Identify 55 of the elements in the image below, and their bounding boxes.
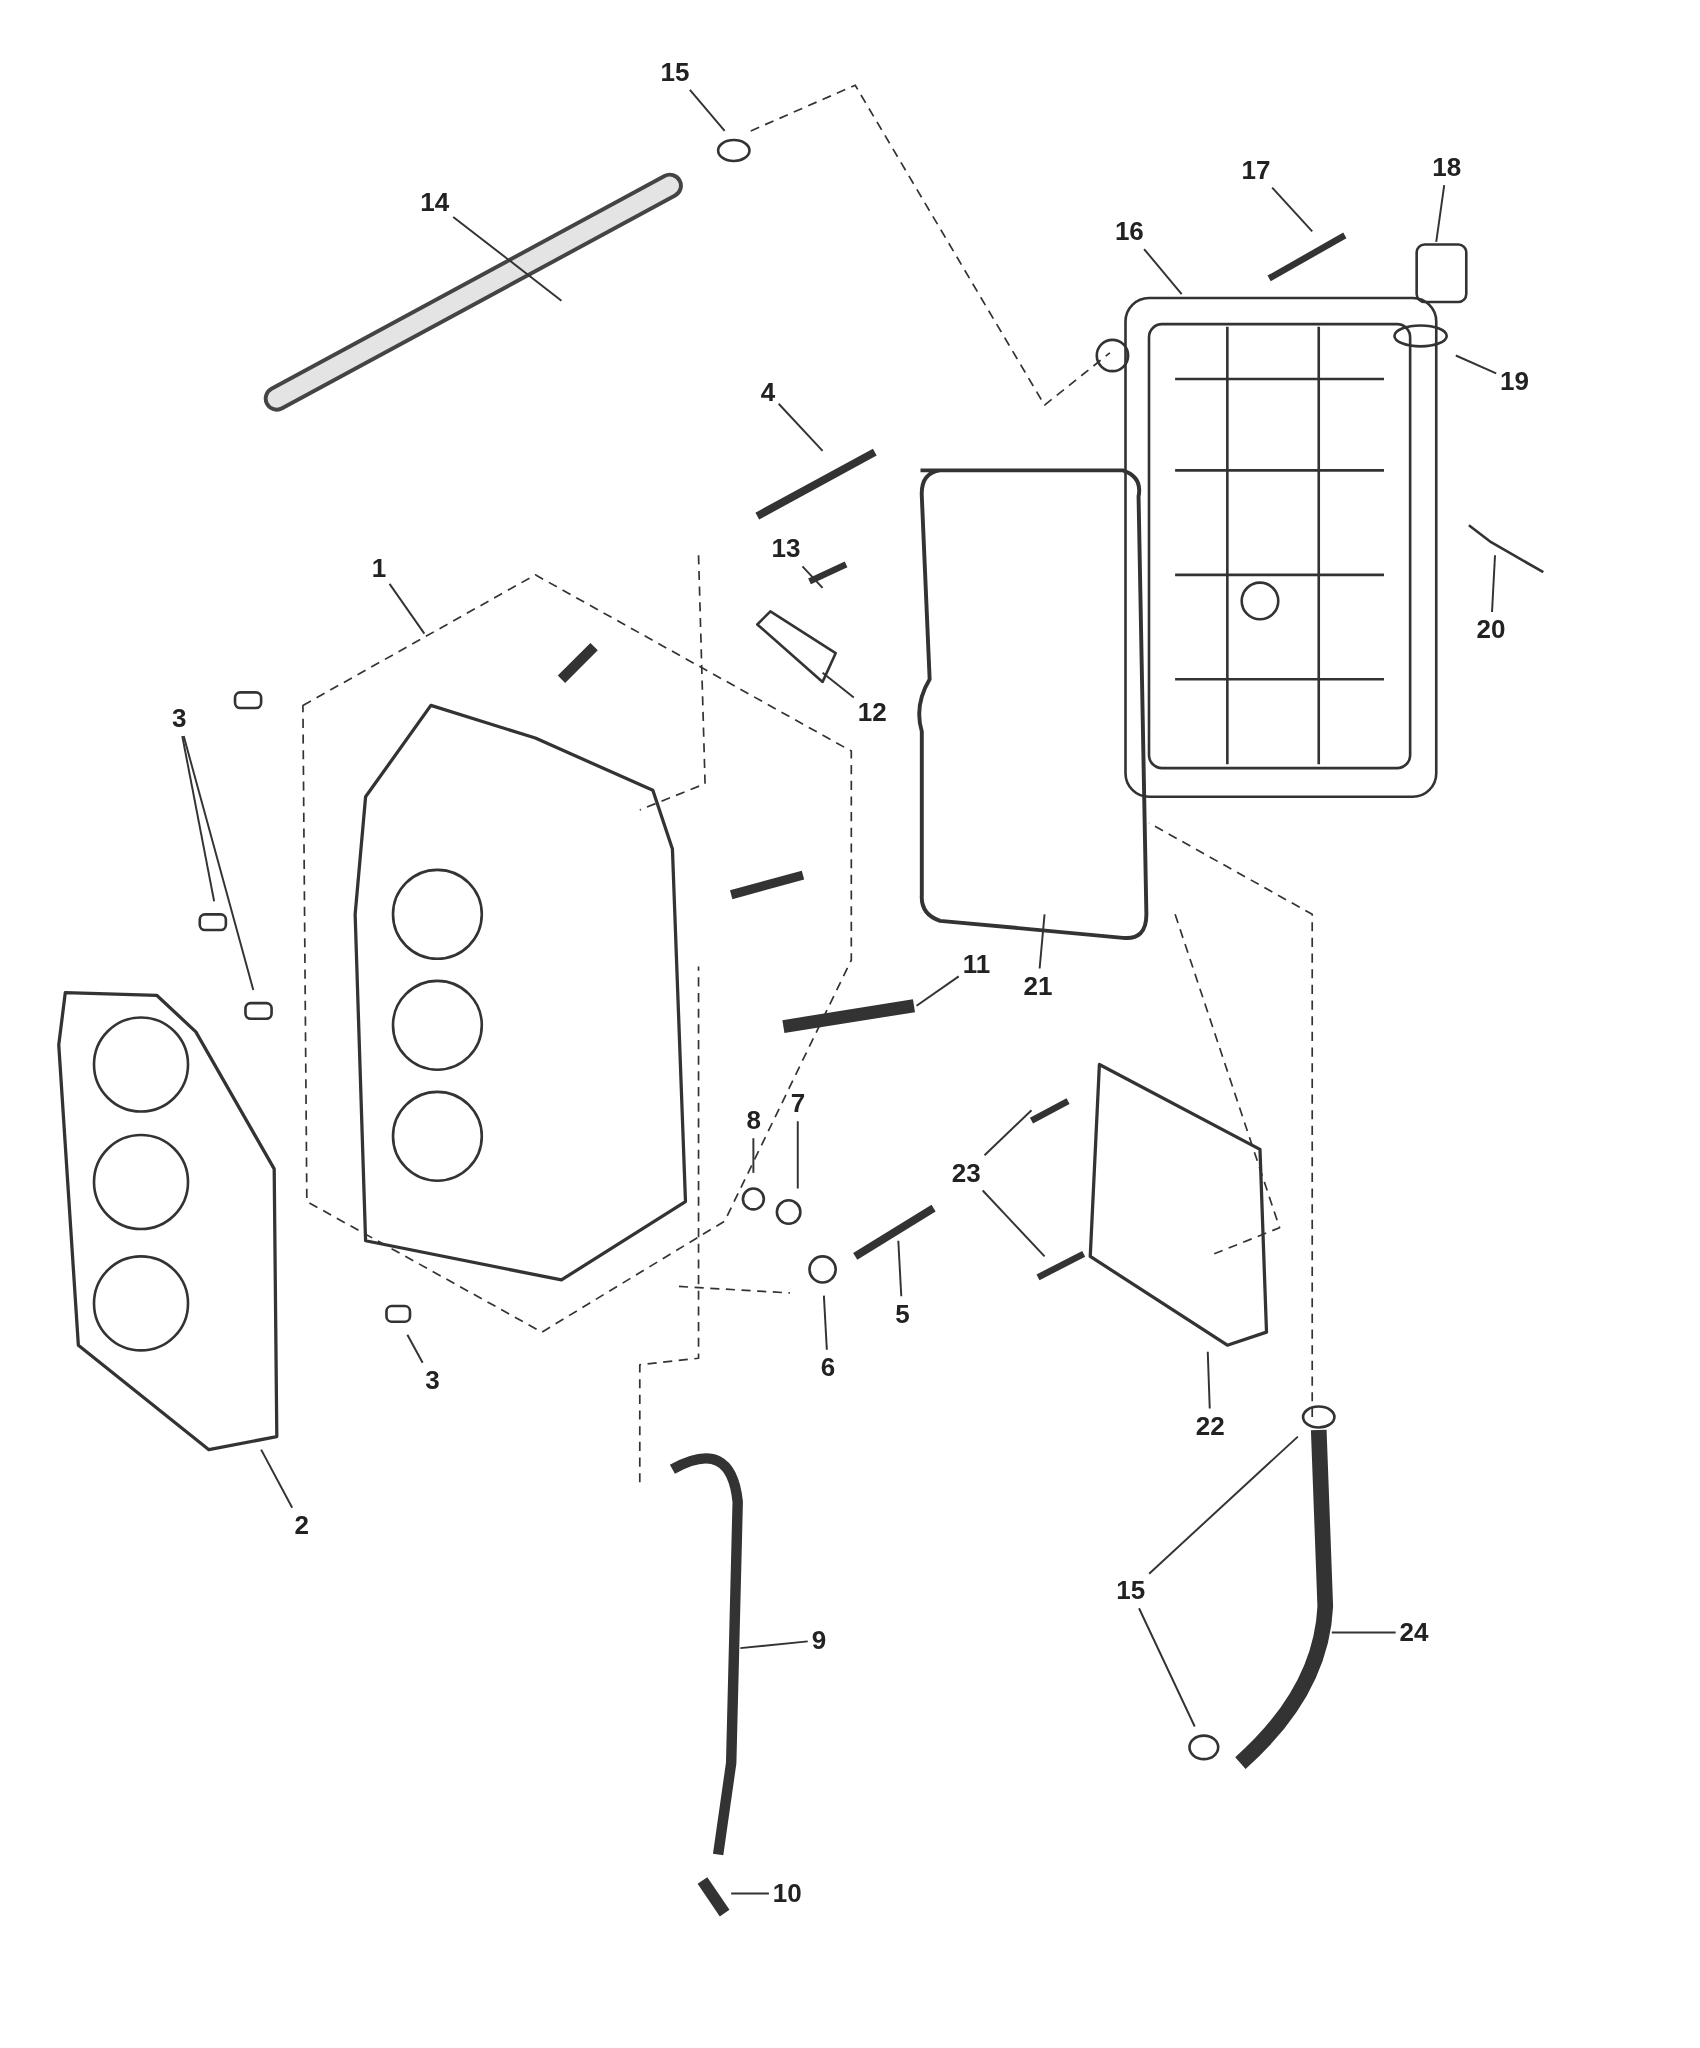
callout-number: 20 bbox=[1476, 614, 1506, 645]
leader-line bbox=[1143, 248, 1183, 296]
leader-line bbox=[897, 1239, 903, 1298]
callout-number: 13 bbox=[771, 533, 801, 564]
leader-line bbox=[730, 1892, 770, 1895]
leader-line bbox=[1435, 184, 1446, 243]
callout-number: 5 bbox=[895, 1298, 910, 1329]
callout-number: 15 bbox=[660, 56, 690, 87]
leader-line bbox=[1330, 1631, 1397, 1634]
leader-line bbox=[406, 1333, 424, 1364]
callout-number: 23 bbox=[951, 1157, 981, 1188]
callout-number: 8 bbox=[746, 1105, 761, 1136]
callout-number: 14 bbox=[420, 187, 450, 218]
callout-number: 12 bbox=[857, 696, 887, 727]
leader-line bbox=[739, 1640, 809, 1650]
leader-line bbox=[1271, 186, 1314, 233]
callout-number: 17 bbox=[1241, 154, 1271, 185]
callout-number: 18 bbox=[1432, 152, 1462, 183]
leader-line bbox=[452, 216, 563, 302]
leader-line bbox=[752, 1137, 755, 1174]
leader-line bbox=[388, 582, 426, 635]
callout-number: 6 bbox=[820, 1352, 836, 1383]
leader-line bbox=[777, 402, 824, 452]
leader-line bbox=[688, 88, 726, 132]
leader-line bbox=[822, 1294, 828, 1351]
callout-number: 4 bbox=[760, 376, 776, 407]
callout-number: 1 bbox=[371, 552, 387, 583]
callout-number: 24 bbox=[1399, 1617, 1429, 1648]
callout-number: 16 bbox=[1114, 216, 1144, 247]
leader-line bbox=[801, 565, 824, 589]
callout-number: 7 bbox=[790, 1088, 806, 1119]
leader-line bbox=[1491, 554, 1496, 614]
callout-number: 19 bbox=[1500, 366, 1529, 397]
leader-line bbox=[182, 735, 255, 992]
leader-line bbox=[1138, 1607, 1196, 1728]
leader-line bbox=[796, 1120, 799, 1190]
leader-line bbox=[181, 735, 216, 903]
callout-number: 15 bbox=[1116, 1575, 1146, 1606]
callout-number: 10 bbox=[772, 1878, 802, 1909]
callout-number: 3 bbox=[171, 703, 187, 734]
leader-line bbox=[260, 1448, 294, 1509]
leader-line bbox=[1206, 1350, 1211, 1410]
callout-number: 2 bbox=[294, 1510, 310, 1541]
callout-number: 9 bbox=[811, 1624, 827, 1655]
callout-number: 3 bbox=[425, 1365, 440, 1396]
leader-line bbox=[1148, 1435, 1299, 1575]
leader-line bbox=[915, 975, 960, 1007]
leader-line bbox=[983, 1109, 1033, 1157]
callout-number: 22 bbox=[1195, 1410, 1225, 1441]
callout-number: 21 bbox=[1023, 970, 1053, 1001]
callout-number: 11 bbox=[962, 948, 991, 979]
leader-line bbox=[821, 671, 855, 699]
leader-line bbox=[1038, 913, 1046, 970]
leader-line bbox=[981, 1189, 1046, 1258]
leader-line bbox=[1454, 354, 1498, 375]
